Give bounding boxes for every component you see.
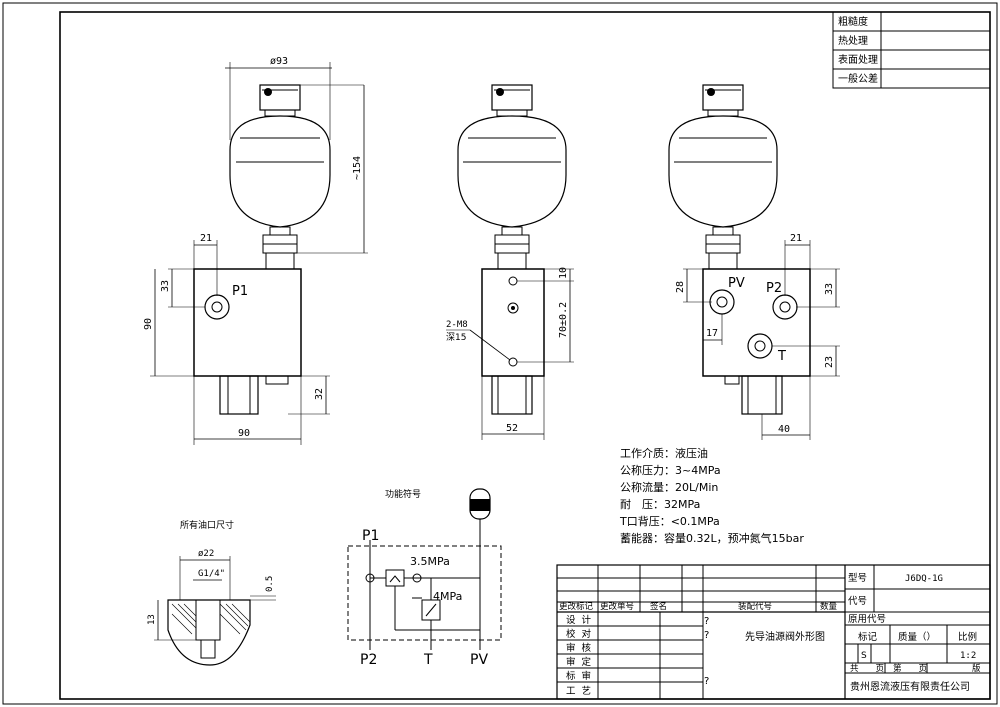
dim-28: 28: [675, 281, 686, 293]
symbol-port-t: T: [423, 652, 433, 668]
code-label: 代号: [848, 596, 867, 607]
role-check: 校对: [566, 628, 597, 640]
spec-line-3: 公称流量：20L/Min: [620, 480, 718, 494]
dim-40: 40: [778, 424, 790, 435]
orig-code-label: 原用代号: [848, 614, 886, 625]
port-dia-22: ø22: [198, 549, 214, 559]
dim-dia-93: ø93: [270, 56, 288, 67]
left-port-p1: P1: [232, 284, 248, 299]
q-mark-2: ?: [704, 630, 709, 641]
dim-33-left: 33: [160, 280, 171, 292]
port-depth-0-5: 0.5: [265, 576, 275, 592]
symbol-port-p2: P2: [360, 652, 377, 668]
change-header-qty: 数量: [820, 601, 838, 612]
symbol-port-pv: PV: [470, 652, 488, 668]
role-approve: 审定: [566, 656, 597, 668]
spec-line-6: 蓄能器：容量0.32L，预冲氮气15bar: [620, 531, 804, 545]
spec-line-5: T口背压：<0.1MPa: [619, 514, 720, 528]
right-port-pv: PV: [728, 276, 745, 291]
dim-23: 23: [824, 356, 835, 368]
q-mark-1: ?: [704, 616, 709, 627]
right-port-t: T: [777, 349, 786, 364]
scale-value: 1:2: [960, 651, 976, 661]
surface-table: 粗糙度 热处理 表面处理 一般公差: [832, 11, 991, 89]
change-header-number: 更改单号: [600, 601, 634, 612]
middle-view: 10 70±0.2 52 2-M8 深15: [446, 84, 574, 440]
version-label: 版: [972, 663, 981, 674]
dim-21-left: 21: [200, 233, 212, 244]
weight-label: 质量（）: [898, 631, 936, 643]
dim-21-right: 21: [790, 233, 802, 244]
dim-10: 10: [558, 267, 569, 279]
port-detail: 所有油口尺寸 ø22 G1/4" 0.5 13: [147, 519, 276, 666]
symbol-port-p1: P1: [362, 528, 379, 544]
drawing-name: 先导油源阀外形图: [745, 630, 825, 643]
sheet-total: 共 页: [850, 664, 884, 674]
port-depth-13: 13: [147, 614, 157, 625]
title-block: 更改标记 更改单号 签名 装配代号 数量 设计 校对 审核 审定 标审 工艺 ?…: [556, 564, 991, 700]
model-value: J6DQ-1G: [905, 574, 943, 584]
sheet-number: 第 页: [893, 663, 927, 674]
hole-note-thread: 2-M8: [446, 320, 468, 330]
heat-treatment-label: 热处理: [838, 34, 868, 47]
change-header-sign: 签名: [650, 601, 667, 612]
change-header-assembly: 装配代号: [738, 601, 772, 612]
dim-32: 32: [314, 388, 325, 400]
port-thread-g14: G1/4": [198, 569, 225, 579]
s-mark: S: [861, 651, 867, 661]
change-header-mark: 更改标记: [559, 601, 594, 612]
left-view: P1 ø93 ~154 21 33 90 32 90: [143, 56, 368, 445]
dim-52: 52: [506, 423, 518, 434]
general-tolerance-label: 一般公差: [838, 72, 878, 85]
scale-label: 比例: [958, 631, 977, 643]
surface-roughness-label: 粗糙度: [838, 15, 868, 28]
role-standard: 标审: [566, 670, 597, 682]
spec-line-4: 耐 压：32MPa: [620, 498, 700, 511]
mark-label: 标记: [858, 631, 878, 643]
company-name: 贵州恩流液压有限责任公司: [850, 680, 970, 693]
spec-line-1: 工作介质：液压油: [620, 446, 708, 460]
right-view: PV P2 T 21 28 33 17 23 40: [668, 84, 840, 440]
dim-height-154: ~154: [352, 156, 363, 180]
q-mark-3: ?: [704, 676, 709, 687]
role-review: 审核: [566, 642, 597, 654]
spec-list: 工作介质：液压油 公称压力：3~4MPa 公称流量：20L/Min 耐 压：32…: [619, 446, 804, 545]
port-detail-title: 所有油口尺寸: [180, 519, 234, 531]
inner-border: [59, 11, 991, 700]
role-process: 工艺: [566, 686, 597, 697]
symbol-pressure-3-5: 3.5MPa: [410, 555, 450, 568]
dim-90-horizontal: 90: [238, 428, 250, 439]
symbol-title: 功能符号: [385, 488, 421, 500]
surface-treatment-label: 表面处理: [838, 53, 878, 66]
role-design: 设计: [566, 614, 597, 626]
right-port-p2: P2: [766, 281, 782, 296]
hydraulic-symbol: 功能符号 3.5MPa 4MPa P1 P2 T PV: [347, 488, 502, 668]
spec-line-2: 公称压力：3~4MPa: [620, 463, 721, 477]
dim-17: 17: [706, 328, 718, 339]
hole-note-depth: 深15: [446, 332, 466, 343]
model-label: 型号: [848, 573, 867, 584]
symbol-pressure-4: 4MPa: [433, 590, 462, 603]
dim-33-right: 33: [824, 283, 835, 295]
dim-90-vertical: 90: [143, 318, 154, 330]
dim-70: 70±0.2: [558, 302, 569, 338]
